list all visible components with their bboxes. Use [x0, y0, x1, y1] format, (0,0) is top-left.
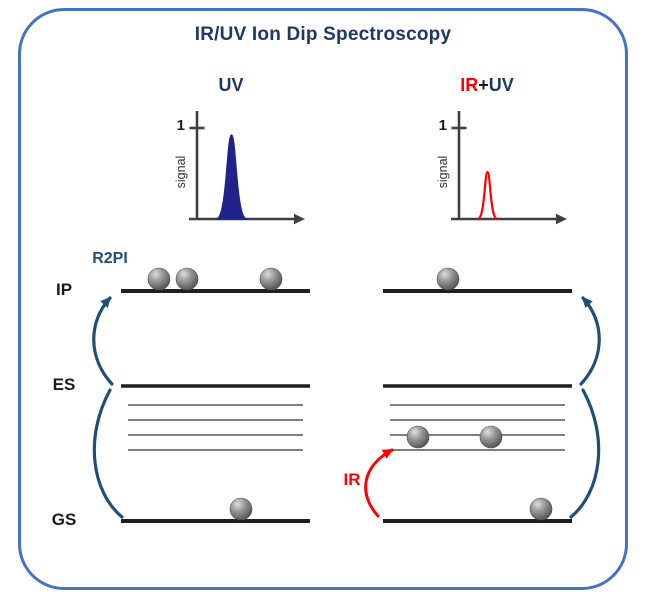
transition-arrows	[92, 296, 601, 519]
ip-level-label: IP	[55, 280, 73, 299]
molecule-ball	[529, 497, 553, 521]
uv-plot-title: UV	[218, 75, 244, 95]
uv-y-tick-label: 1	[176, 117, 185, 134]
molecule-ball	[479, 425, 503, 449]
r2pi-arrow-upper-left	[92, 296, 114, 386]
uv-x-axis-arrowhead	[294, 213, 305, 225]
molecule-ball	[436, 267, 460, 291]
r2pi-arrow-lower-right	[569, 388, 601, 519]
figure-title: IR/UV Ion Dip Spectroscopy	[194, 24, 452, 45]
gs-level-label: GS	[51, 510, 77, 529]
r2pi-label: R2PI	[92, 250, 128, 267]
es-level-label: ES	[52, 375, 76, 394]
molecules	[147, 267, 553, 521]
iruv-x-axis-arrowhead	[556, 213, 567, 225]
molecule-ball	[406, 425, 430, 449]
molecule-ball	[229, 497, 253, 521]
uv-y-axis-label: signal	[174, 155, 188, 189]
molecule-ball	[175, 267, 199, 291]
iruv-y-tick-label: 1	[438, 117, 447, 134]
figure-border	[18, 8, 628, 590]
iruv-y-axis-label: signal	[436, 155, 450, 189]
iruv-plot-title: IR+UV	[432, 75, 542, 96]
r2pi-arrow-upper-right	[579, 296, 601, 386]
molecule-ball	[259, 267, 283, 291]
uv-plot-axes	[189, 111, 305, 225]
ir-excitation-arrow	[364, 448, 394, 518]
iruv-title-ir: IR	[460, 75, 479, 95]
iruv-title-uv: UV	[488, 75, 514, 95]
r2pi-arrow-lower-left	[92, 388, 124, 519]
ir-arrow-label: IR	[343, 470, 361, 489]
iruv-plot-axes	[451, 111, 567, 225]
iruv-title-plus: +	[478, 75, 489, 95]
uv-signal-peak	[216, 134, 247, 220]
molecule-ball	[147, 267, 171, 291]
iruv-signal-peak	[477, 170, 498, 221]
